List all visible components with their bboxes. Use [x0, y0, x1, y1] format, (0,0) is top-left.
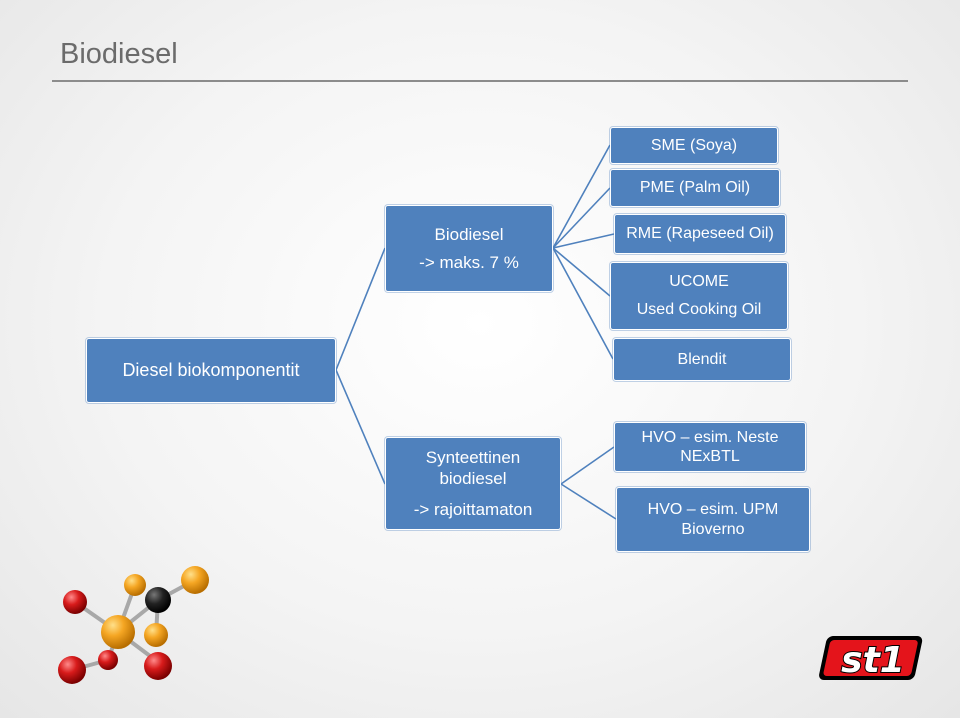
node-label: Diesel biokomponentit — [122, 360, 300, 381]
node-label: UCOME — [669, 273, 729, 290]
atom-orange-icon — [101, 615, 135, 649]
node-sublabel: -> rajoittamaton — [413, 500, 533, 520]
atom-red-icon — [63, 590, 87, 614]
atom-red-icon — [144, 652, 172, 680]
molecule-illustration — [58, 566, 209, 684]
title-divider — [52, 80, 908, 82]
connector-bio-ucome — [552, 247, 611, 297]
node-rme: RME (Rapeseed Oil) — [614, 214, 786, 254]
connector-bio-rme — [552, 233, 615, 249]
node-sublabel: Bioverno — [681, 520, 745, 538]
slide-title: Biodiesel — [60, 38, 178, 70]
atom-orange-icon — [124, 574, 146, 596]
connector-bio-pme — [552, 187, 611, 249]
node-label: Synteettinen — [425, 447, 521, 467]
st1-logo: st1 — [819, 636, 923, 682]
node-biodiesel: Biodiesel -> maks. 7 % — [385, 205, 553, 292]
node-hvo-neste: HVO – esim. Neste NExBTL — [614, 422, 806, 472]
atom-orange-icon — [181, 566, 209, 594]
node-label: RME (Rapeseed Oil) — [626, 225, 774, 242]
node-diesel-biokomponentit: Diesel biokomponentit — [86, 338, 336, 403]
node-sublabel: NExBTL — [680, 448, 740, 465]
node-sublabel: -> maks. 7 % — [419, 252, 519, 272]
connector-root-synthetic — [335, 369, 386, 485]
connector-syn-hvo1 — [560, 446, 615, 485]
node-label: Biodiesel — [434, 225, 504, 245]
node-label: HVO – esim. Neste — [641, 428, 779, 446]
node-label: HVO – esim. UPM — [647, 501, 779, 519]
node-sublabel: Used Cooking Oil — [636, 301, 762, 318]
node-sme: SME (Soya) — [610, 127, 778, 164]
atom-red-icon — [98, 650, 118, 670]
node-hvo-upm: HVO – esim. UPM Bioverno — [616, 487, 810, 552]
connector-root-biodiesel — [335, 247, 386, 371]
node-label: Blendit — [677, 350, 727, 368]
node-label: PME (Palm Oil) — [639, 179, 751, 196]
node-pme: PME (Palm Oil) — [610, 169, 780, 207]
connector-syn-hvo2 — [560, 483, 617, 520]
node-synteettinen-biodiesel: Synteettinen biodiesel -> rajoittamaton — [385, 437, 561, 530]
node-label: SME (Soya) — [650, 136, 738, 154]
node-ucome: UCOME Used Cooking Oil — [610, 262, 788, 330]
logo-text: st1 — [841, 640, 905, 681]
node-blendit: Blendit — [613, 338, 791, 381]
atom-orange-icon — [144, 623, 168, 647]
node-label: biodiesel — [439, 468, 507, 488]
connector-bio-blend — [552, 247, 614, 360]
atom-black-icon — [145, 587, 171, 613]
atom-red-icon — [58, 656, 86, 684]
connector-bio-sme — [552, 144, 611, 249]
